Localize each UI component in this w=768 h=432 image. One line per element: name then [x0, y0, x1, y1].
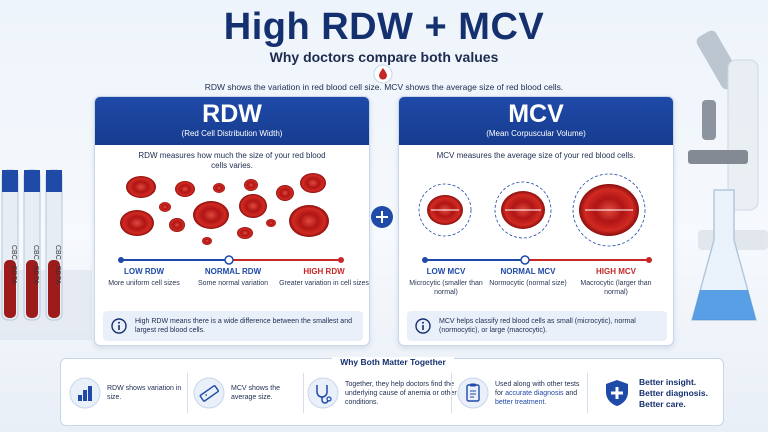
mcv-title: MCV: [508, 100, 564, 128]
mcv-levels: LOW MCV Microcytic (smaller than normal)…: [399, 267, 673, 313]
feature-together: Together, they help doctors find the und…: [307, 371, 457, 415]
feature-diagnosis: Used along with other tests for accurate…: [457, 371, 589, 415]
section-title: Why Both Matter Together: [332, 357, 454, 367]
blood-drop-icon: [373, 64, 393, 84]
feature-benefits: Better insight. Better diagnosis. Better…: [601, 371, 721, 415]
info-icon: [111, 318, 127, 334]
stethoscope-icon: [307, 377, 339, 409]
shield-cross-icon: [606, 380, 628, 406]
rdw-level-normal: NORMAL RDW Some normal variation: [197, 267, 269, 287]
mcv-panel: MCV (Mean Corpuscular Volume) MCV measur…: [398, 96, 674, 346]
tube-label: CBC - EDTA: [54, 245, 61, 284]
page-subtitle: Why doctors compare both values: [269, 49, 499, 65]
rdw-panel-header: RDW (Red Cell Distribution Width): [95, 97, 369, 145]
intro-text: RDW shows the variation in red blood cel…: [204, 82, 564, 92]
feature-mcv: MCV shows the average size.: [193, 371, 307, 415]
rdw-description: RDW measures how much the size of your r…: [138, 151, 326, 170]
rdw-title: RDW: [202, 100, 262, 128]
mcv-level-low: LOW MCV Microcytic (smaller than normal): [409, 267, 483, 296]
mcv-description: MCV measures the average size of your re…: [436, 151, 636, 160]
rdw-scale-bar: [118, 255, 344, 265]
rdw-level-high: HIGH RDW Greater variation in cell sizes: [279, 267, 369, 287]
test-tubes-background: CBC - EDTA CBC - EDTA CBC - EDTA: [0, 169, 92, 340]
rdw-note: High RDW means there is a wide differenc…: [103, 311, 363, 341]
rdw-subtitle: (Red Cell Distribution Width): [181, 129, 283, 138]
info-icon: [415, 318, 431, 334]
mcv-panel-header: MCV (Mean Corpuscular Volume): [399, 97, 673, 145]
mcv-scale-bar: [422, 255, 652, 265]
tube-label: CBC - EDTA: [32, 245, 39, 284]
clipboard-icon: [457, 377, 489, 409]
rdw-level-low: LOW RDW More uniform cell sizes: [108, 267, 180, 287]
mcv-level-normal: NORMAL MCV Normocytic (normal size): [489, 267, 567, 287]
feature-rdw: RDW shows variation in size.: [69, 371, 189, 415]
mcv-cells-illustration: [418, 173, 646, 247]
mcv-level-high: HIGH MCV Macrocytic (larger than normal): [580, 267, 652, 296]
rdw-note-text: High RDW means there is a wide differenc…: [135, 318, 352, 334]
bar-chart-icon: [69, 377, 101, 409]
rdw-levels: LOW RDW More uniform cell sizes NORMAL R…: [95, 267, 369, 313]
tube-label: CBC - EDTA: [10, 245, 17, 284]
mcv-note-text: MCV helps classify red blood cells as sm…: [439, 318, 636, 334]
rdw-cells-illustration: [120, 173, 329, 245]
why-both-matter-section: Why Both Matter Together RDW shows varia…: [60, 357, 724, 426]
flask-background: [691, 189, 757, 321]
plus-icon: [371, 206, 393, 228]
page-title: High RDW + MCV: [223, 6, 545, 48]
mcv-note: MCV helps classify red blood cells as sm…: [407, 311, 667, 341]
rdw-panel: RDW (Red Cell Distribution Width) RDW me…: [94, 96, 370, 346]
ruler-icon: [193, 377, 225, 409]
mcv-subtitle: (Mean Corpuscular Volume): [486, 129, 586, 138]
